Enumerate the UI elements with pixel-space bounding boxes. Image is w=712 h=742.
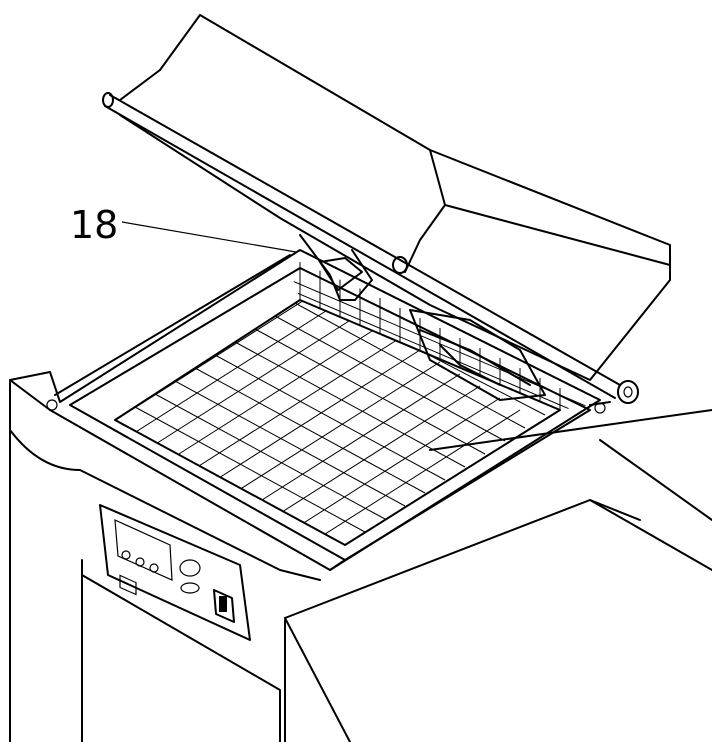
sealing-clamps [299, 234, 546, 401]
callout-18: 18 [70, 203, 297, 253]
button-3[interactable] [149, 563, 159, 573]
display-window-1 [119, 574, 137, 596]
hinge-knob [617, 380, 639, 404]
control-panel [99, 504, 251, 641]
lid [119, 14, 671, 381]
machine-body [9, 379, 712, 742]
selector-knob[interactable] [179, 559, 201, 577]
callout-label-18: 18 [70, 203, 118, 247]
chamber-back-wall [290, 262, 590, 410]
indicator-lamp [180, 582, 200, 594]
leader-line-18 [121, 221, 297, 253]
hinge-bar [102, 92, 639, 404]
button-2[interactable] [135, 557, 145, 567]
button-1[interactable] [121, 550, 131, 560]
power-switch[interactable] [213, 589, 235, 623]
chamber-rim [9, 249, 611, 571]
